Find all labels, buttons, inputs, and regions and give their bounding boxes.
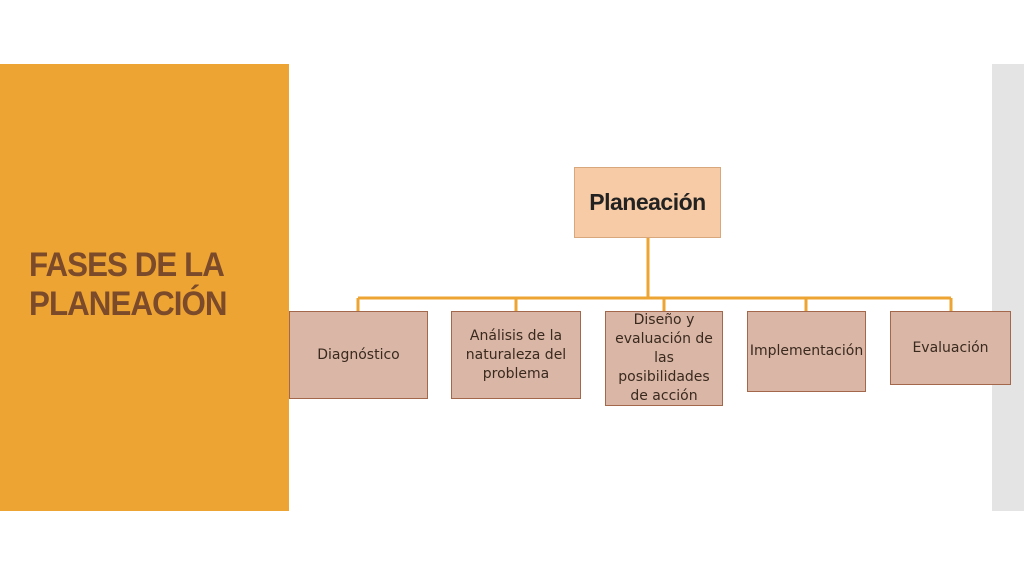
- node-analisis: Análisis de la naturaleza del problema: [451, 311, 581, 399]
- node-diseno: Diseño y evaluación de las posibilidades…: [605, 311, 723, 406]
- slide-title-line-2: PLANEACIÓN: [29, 285, 228, 323]
- node-planeacion-label: Planeación: [589, 189, 706, 215]
- side-strip: [992, 64, 1024, 511]
- title-panel: [0, 64, 289, 511]
- node-diseno-label: Diseño y evaluación de las posibilidades…: [615, 312, 713, 404]
- slide-title: FASES DE LA PLANEACIÓN: [29, 246, 259, 324]
- node-implementacion: Implementación: [747, 311, 866, 392]
- node-implementacion-label: Implementación: [749, 343, 864, 359]
- node-diagnostico-label: Diagnóstico: [317, 346, 400, 363]
- node-evaluacion: Evaluación: [890, 311, 1011, 385]
- node-planeacion: Planeación: [574, 167, 721, 238]
- node-diagnostico: Diagnóstico: [289, 311, 428, 399]
- node-analisis-label: Análisis de la naturaleza del problema: [465, 327, 567, 382]
- node-evaluacion-label: Evaluación: [912, 339, 989, 356]
- slide-title-line-1: FASES DE LA: [29, 246, 225, 284]
